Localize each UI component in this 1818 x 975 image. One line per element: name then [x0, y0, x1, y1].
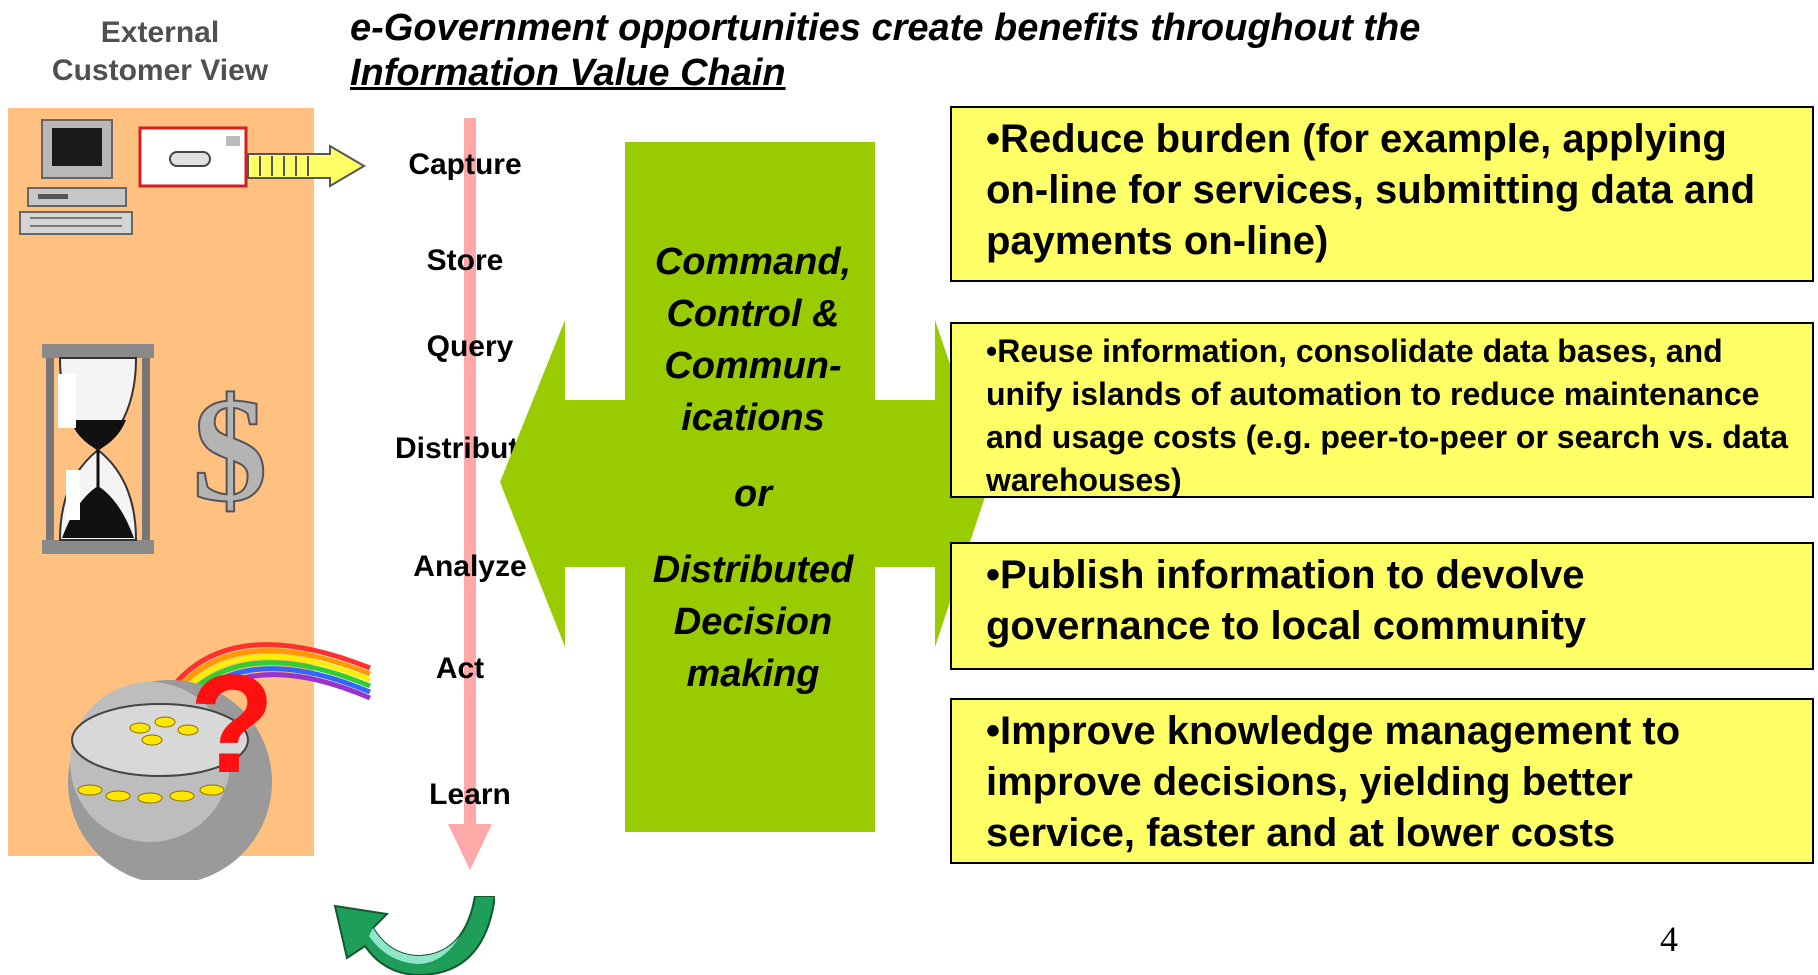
- stage-learn: Learn: [429, 778, 511, 811]
- benefit-box-reduce-burden: •Reduce burden (for example, applying on…: [950, 106, 1814, 282]
- cross-line-6: Decision: [673, 601, 833, 643]
- benefit-box-improve-knowledge: •Improve knowledge management to improve…: [950, 698, 1814, 864]
- stage-capture: Capture: [408, 148, 522, 181]
- cross-or: or: [734, 473, 772, 515]
- stage-act: Act: [435, 652, 485, 685]
- stage-query: Query: [426, 330, 514, 363]
- pot-of-gold-icon: [68, 680, 272, 880]
- cross-line-5: Distributed: [652, 549, 854, 591]
- send-arrow-icon: [247, 144, 366, 188]
- external-customer-view-label: External Customer View: [51, 16, 269, 87]
- svg-text:?: ?: [189, 645, 275, 802]
- envelope-icon: [138, 126, 248, 188]
- cross-label: Command, Control & Commun- ications or D…: [620, 236, 886, 700]
- benefit-box-publish-information: •Publish information to devolve governan…: [950, 542, 1814, 670]
- stage-store: Store: [426, 244, 504, 277]
- cross-line-4: ications: [681, 397, 825, 439]
- value-chain-arrow: [448, 118, 492, 870]
- svg-text:$: $: [193, 367, 268, 533]
- cycle-arrow-icon: [333, 896, 495, 975]
- hourglass-icon: [42, 344, 154, 554]
- benefit-box-reuse-information: •Reuse information, consolidate data bas…: [950, 322, 1814, 498]
- cross-line-7: making: [686, 653, 820, 695]
- cross-line-2: Control &: [666, 293, 840, 335]
- cross-line-1: Command,: [654, 241, 852, 283]
- page-number: 4: [1660, 919, 1678, 959]
- computer-icon: [19, 119, 133, 235]
- question-mark-icon: ?: [189, 645, 275, 802]
- title-line-1: e-Government opportunities create benefi…: [350, 7, 1421, 49]
- dollar-sign-icon: $: [192, 366, 269, 534]
- cross-line-3: Commun-: [664, 345, 842, 387]
- stage-analyze: Analyze: [413, 550, 527, 583]
- customer-icons: $ ?: [19, 119, 371, 880]
- slide-title: e-Government opportunities create benefi…: [350, 6, 1650, 96]
- title-line-2: Information Value Chain: [350, 52, 786, 94]
- command-control-cross: [500, 142, 990, 832]
